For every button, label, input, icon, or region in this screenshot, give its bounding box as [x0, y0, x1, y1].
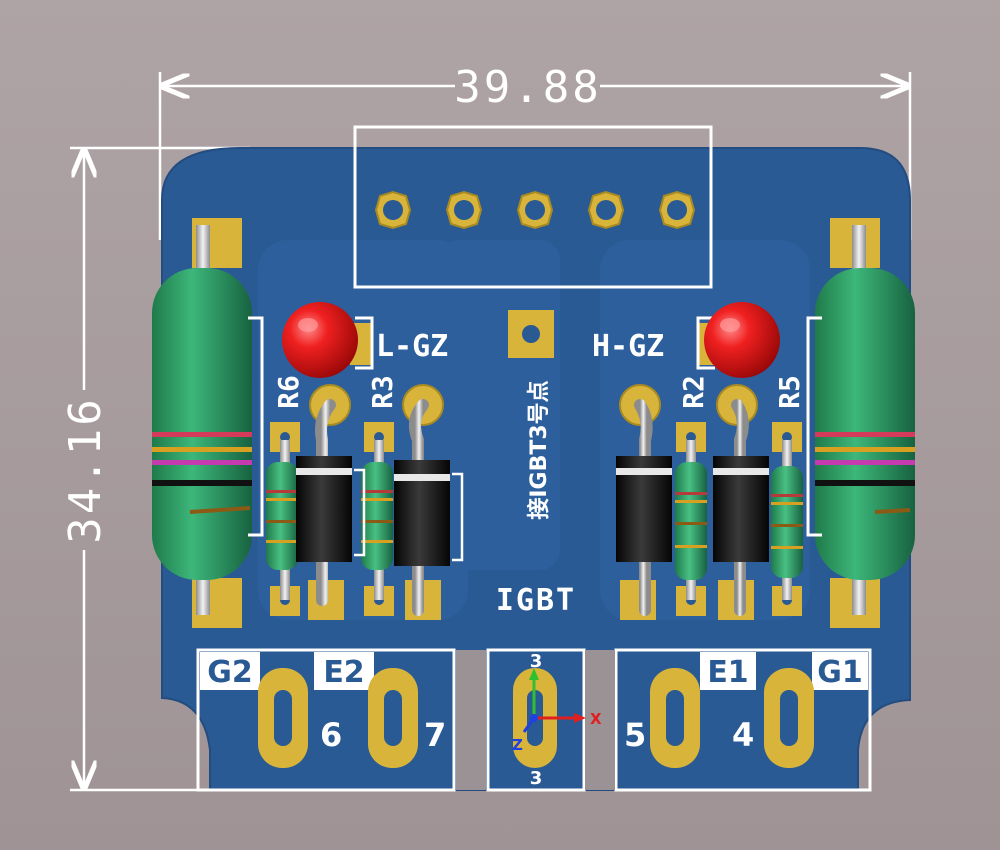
label-e1: E1: [707, 655, 748, 690]
header-connector: [353, 125, 713, 289]
label-pad-6: 6: [320, 716, 342, 754]
resistor-r3: [361, 440, 393, 600]
terminal-outlines: [196, 648, 872, 792]
resistor-r5: [771, 440, 803, 600]
label-igbt: IGBT: [496, 583, 576, 618]
label-g1: G1: [817, 655, 863, 690]
axis-z-label: Z: [512, 736, 523, 754]
height-dimension-label: 34.16: [60, 396, 111, 543]
label-r2: R2: [677, 375, 710, 409]
label-h-gz: H-GZ: [592, 329, 664, 364]
slot-left: [456, 650, 486, 790]
label-pad-4: 4: [732, 716, 754, 754]
led-right: [696, 302, 780, 378]
label-pad-7: 7: [424, 716, 446, 754]
power-resistor-left: [152, 218, 264, 628]
led-left: [282, 302, 374, 378]
power-resistor-right: [806, 218, 915, 628]
slot-right: [585, 650, 615, 790]
label-r5: R5: [773, 375, 806, 409]
label-pad-3-top: 3: [530, 651, 543, 672]
label-e2: E2: [323, 655, 364, 690]
terminal-pads: [258, 668, 814, 768]
axis-x-label: X: [590, 710, 602, 728]
label-igbt3-note: 接IGBT3号点: [526, 380, 552, 519]
diode-right-1: [616, 399, 672, 616]
label-r3: R3: [366, 375, 399, 409]
igbt3-test-pad: [508, 310, 554, 358]
axis-triad: X Z: [512, 668, 602, 754]
terminal-label-boxes: [200, 652, 868, 690]
height-dimension: 34.16: [60, 146, 250, 792]
connector-outline: [353, 125, 713, 289]
label-g2: G2: [207, 655, 253, 690]
diode-left-1: [296, 399, 366, 606]
diode-right-2: [713, 399, 769, 616]
label-pad-5: 5: [624, 716, 646, 754]
resistor-r2: [675, 440, 707, 600]
label-l-gz: L-GZ: [376, 329, 448, 364]
resistor-r6: [266, 440, 298, 600]
width-dimension: 39.88: [158, 62, 912, 240]
connector-holes: [383, 200, 687, 220]
label-pad-3-bottom: 3: [530, 768, 543, 789]
label-r6: R6: [272, 375, 305, 409]
diode-left-2: [394, 399, 464, 616]
width-dimension-label: 39.88: [454, 62, 601, 113]
